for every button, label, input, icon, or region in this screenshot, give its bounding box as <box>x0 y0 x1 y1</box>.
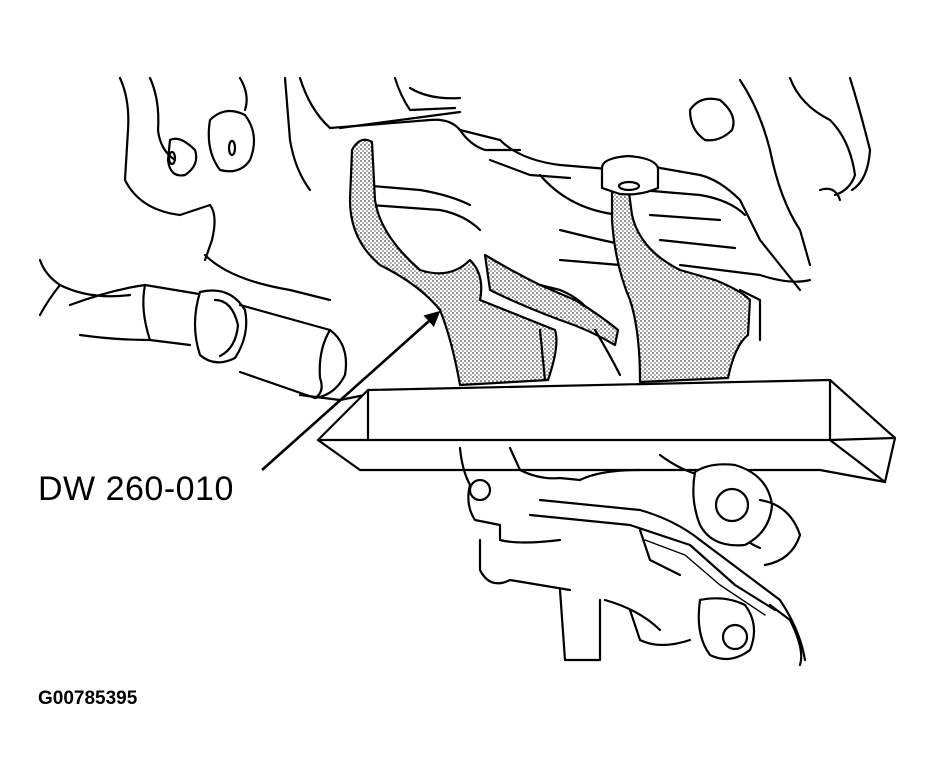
left-frame-bracket <box>38 76 332 317</box>
engine-block <box>298 76 872 342</box>
tool-callout-label: DW 260-010 <box>38 470 234 508</box>
support-web <box>483 253 620 347</box>
mount-bosses <box>600 154 660 196</box>
support-arm-right <box>610 180 752 384</box>
drive-shaft <box>68 283 382 402</box>
callout-leader-arrow <box>261 310 441 471</box>
tray-plate <box>316 378 897 484</box>
support-arm-left <box>348 138 558 387</box>
figure-id: G00785395 <box>38 688 138 709</box>
lower-housing <box>458 328 807 667</box>
